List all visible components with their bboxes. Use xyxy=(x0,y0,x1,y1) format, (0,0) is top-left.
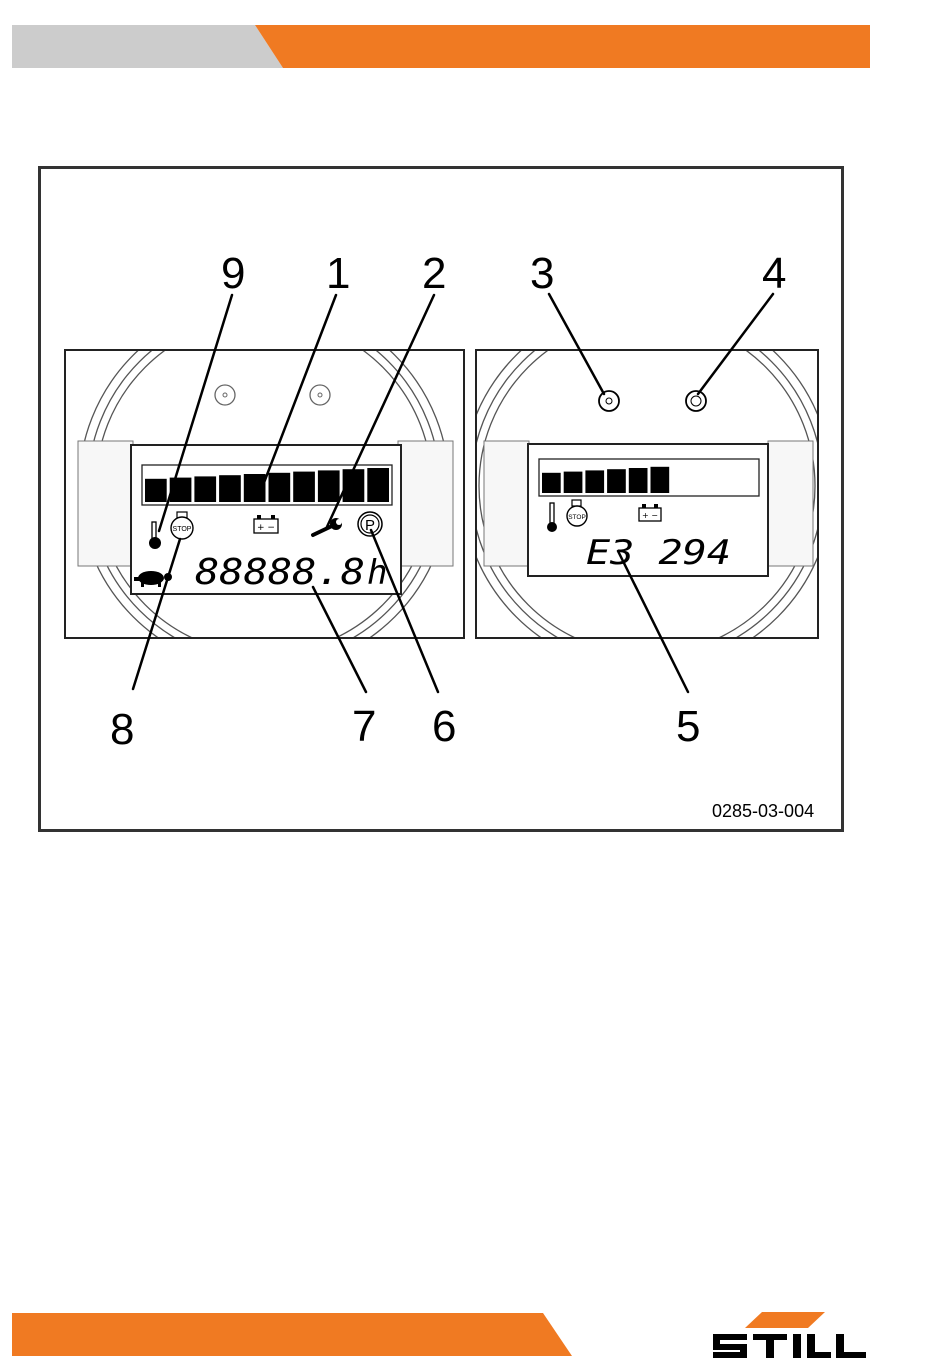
right-charge-segment xyxy=(737,462,756,493)
callout-6: 6 xyxy=(432,702,456,751)
logo-orange-accent xyxy=(745,1312,825,1328)
right-led-4 xyxy=(686,391,706,411)
parking-brake-icon: P xyxy=(358,512,382,536)
header-bar xyxy=(0,0,950,80)
footer-orange-band xyxy=(12,1313,572,1356)
right-charge-segment xyxy=(672,466,691,493)
left-charge-segment xyxy=(269,473,291,502)
svg-text:STOP: STOP xyxy=(173,526,192,533)
callout-1: 1 xyxy=(326,249,350,298)
callout-5: 5 xyxy=(676,702,700,751)
right-display-unit: STOP + − E3 294 xyxy=(462,301,832,671)
header-gray-band xyxy=(12,25,283,68)
callout-9: 9 xyxy=(221,249,245,298)
right-charge-segment xyxy=(651,467,670,493)
left-charge-segment xyxy=(194,476,216,502)
right-charge-segment xyxy=(585,470,604,493)
footer-bar xyxy=(0,1300,950,1368)
left-display-unit: STOP + − P 88888.8 xyxy=(65,301,464,671)
left-charge-segment xyxy=(318,470,340,502)
right-charge-segment xyxy=(694,464,713,493)
callout-4: 4 xyxy=(762,249,786,298)
svg-text:+ −: + − xyxy=(642,511,658,520)
svg-text:P: P xyxy=(365,517,375,534)
still-logo xyxy=(713,1312,866,1358)
right-charge-segment xyxy=(564,472,583,493)
instrument-panel-figure: STOP + − P 88888.8 xyxy=(38,166,844,832)
right-charge-segment xyxy=(716,463,735,493)
left-charge-segment xyxy=(145,479,167,502)
callout-7: 7 xyxy=(352,702,376,751)
right-charge-segment xyxy=(542,473,561,493)
left-charge-segment xyxy=(219,475,241,502)
right-charge-segment xyxy=(607,469,626,493)
header-orange-band xyxy=(255,25,870,68)
left-led-1 xyxy=(215,385,235,405)
left-charge-segment xyxy=(367,468,389,502)
figure-reference: 0285-03-004 xyxy=(712,801,814,822)
hour-meter-unit: h xyxy=(367,553,387,593)
svg-text:STOP: STOP xyxy=(568,514,586,521)
left-led-2 xyxy=(310,385,330,405)
callout-8: 8 xyxy=(110,705,134,754)
error-code-reading: E3 294 xyxy=(586,533,731,573)
right-led-3 xyxy=(599,391,619,411)
left-charge-segment xyxy=(293,472,315,502)
callout-3: 3 xyxy=(530,249,554,298)
hour-meter-reading: 88888.8 xyxy=(195,552,365,593)
svg-text:+ −: + − xyxy=(257,523,275,533)
right-charge-segment xyxy=(629,468,648,493)
callout-2: 2 xyxy=(422,249,446,298)
